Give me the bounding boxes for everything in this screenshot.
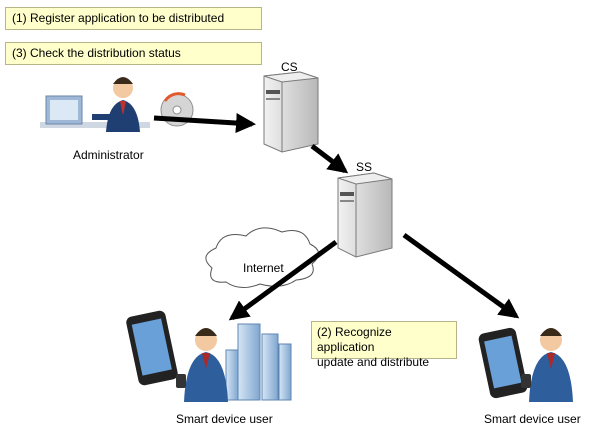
- step-3-note: (3) Check the distribution status: [5, 42, 262, 65]
- right-user-label: Smart device user: [484, 412, 581, 426]
- step-2-line-1: (2) Recognize application: [317, 325, 392, 354]
- ss-to-left-user-arrow: [228, 239, 338, 321]
- administrator-label: Administrator: [73, 148, 144, 162]
- ss-label: SS: [356, 160, 373, 174]
- step-2-note: (2) Recognize application update and dis…: [311, 321, 457, 369]
- left-user-label: Smart device user: [176, 412, 273, 426]
- internet-label: Internet: [243, 261, 284, 275]
- city-buildings-icon: [225, 323, 292, 401]
- ss-to-right-user-arrow: [402, 232, 520, 319]
- administrator-icon: [40, 77, 150, 132]
- step-1-note: (1) Register application to be distribut…: [5, 7, 262, 30]
- cs-server-icon: [263, 71, 319, 153]
- step-2-line-2: update and distribute: [317, 355, 430, 369]
- cs-to-ss-arrow: [310, 144, 349, 174]
- left-smartphone-icon: [126, 310, 178, 386]
- admin-to-cs-arrow: [153, 113, 256, 134]
- right-smartphone-icon: [478, 327, 528, 399]
- left-user-icon: [176, 328, 228, 402]
- internet-cloud-icon: [205, 227, 319, 288]
- cs-label: CS: [281, 60, 298, 74]
- ss-server-icon: [337, 172, 393, 258]
- right-user-icon: [521, 328, 573, 402]
